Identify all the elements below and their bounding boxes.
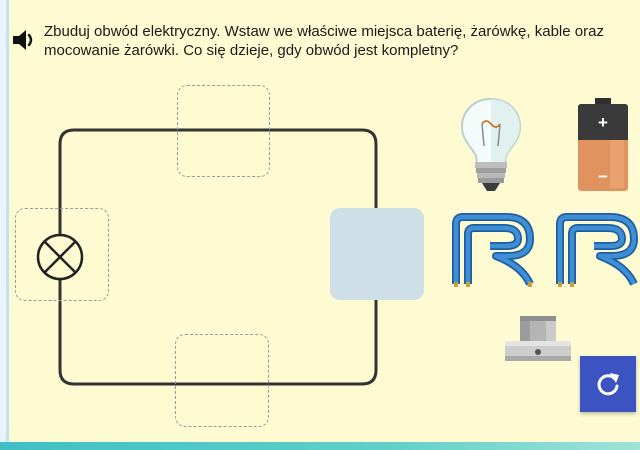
battery-plus-sign: + (598, 113, 608, 132)
slot-bottom[interactable] (175, 334, 269, 427)
refresh-icon (597, 373, 619, 396)
slot-right-filled[interactable] (330, 208, 424, 300)
speaker-icon[interactable] (10, 26, 38, 54)
slot-left[interactable] (15, 208, 109, 301)
battery-item[interactable]: + − (574, 98, 632, 192)
left-edge-stripe (0, 0, 9, 450)
task-instruction: Zbuduj obwód elektryczny. Wstaw we właśc… (44, 23, 604, 59)
battery-minus-sign: − (598, 167, 608, 186)
bottom-edge-stripe (0, 442, 640, 450)
cable-item-1[interactable] (450, 212, 538, 288)
slot-top[interactable] (177, 85, 270, 177)
cable-item-2[interactable] (554, 212, 640, 288)
light-bulb-item[interactable] (458, 96, 524, 194)
reset-button[interactable] (580, 356, 636, 412)
bulb-holder-item[interactable] (502, 313, 574, 365)
